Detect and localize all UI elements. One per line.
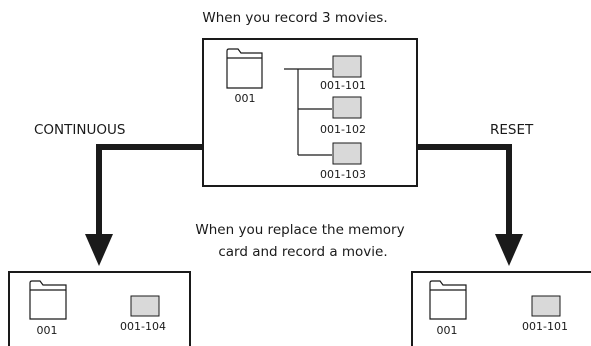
continuous-folder-label: 001 bbox=[37, 324, 58, 337]
continuous-result-box: 001 001-104 bbox=[8, 271, 191, 346]
reset-label: RESET bbox=[490, 122, 534, 138]
reset-folder-label: 001 bbox=[437, 324, 458, 337]
movie-file-icon bbox=[332, 142, 362, 165]
reset-arrow bbox=[417, 144, 523, 266]
continuous-file-label: 001-104 bbox=[120, 320, 166, 333]
top-folder-label: 001 bbox=[235, 92, 256, 105]
folder-icon bbox=[429, 280, 467, 320]
movie-file-icon bbox=[531, 295, 561, 317]
reset-file-label: 001-101 bbox=[522, 320, 568, 333]
continuous-label: CONTINUOUS bbox=[34, 122, 125, 138]
tree-connector bbox=[284, 68, 332, 156]
reset-arrow-shaft bbox=[417, 144, 512, 238]
movie-file-icon bbox=[332, 55, 362, 78]
movie-file-icon bbox=[332, 96, 362, 119]
top-recording-box: 001 001-101 001-102 001-103 bbox=[202, 38, 418, 187]
folder-icon bbox=[226, 48, 263, 89]
top-file-label-3: 001-103 bbox=[320, 168, 366, 181]
continuous-arrow-shaft bbox=[96, 144, 203, 238]
top-caption: When you record 3 movies. bbox=[202, 10, 387, 26]
top-file-label-1: 001-101 bbox=[320, 79, 366, 92]
middle-caption-line-1: When you replace the memory bbox=[195, 222, 404, 238]
continuous-arrowhead bbox=[85, 234, 113, 266]
middle-caption-line-2: card and record a movie. bbox=[218, 244, 387, 260]
reset-result-box: 001 001-101 bbox=[411, 271, 591, 346]
top-file-label-2: 001-102 bbox=[320, 123, 366, 136]
movie-file-icon bbox=[130, 295, 160, 317]
continuous-arrow bbox=[85, 144, 203, 266]
reset-arrowhead bbox=[495, 234, 523, 266]
folder-icon bbox=[29, 280, 67, 320]
